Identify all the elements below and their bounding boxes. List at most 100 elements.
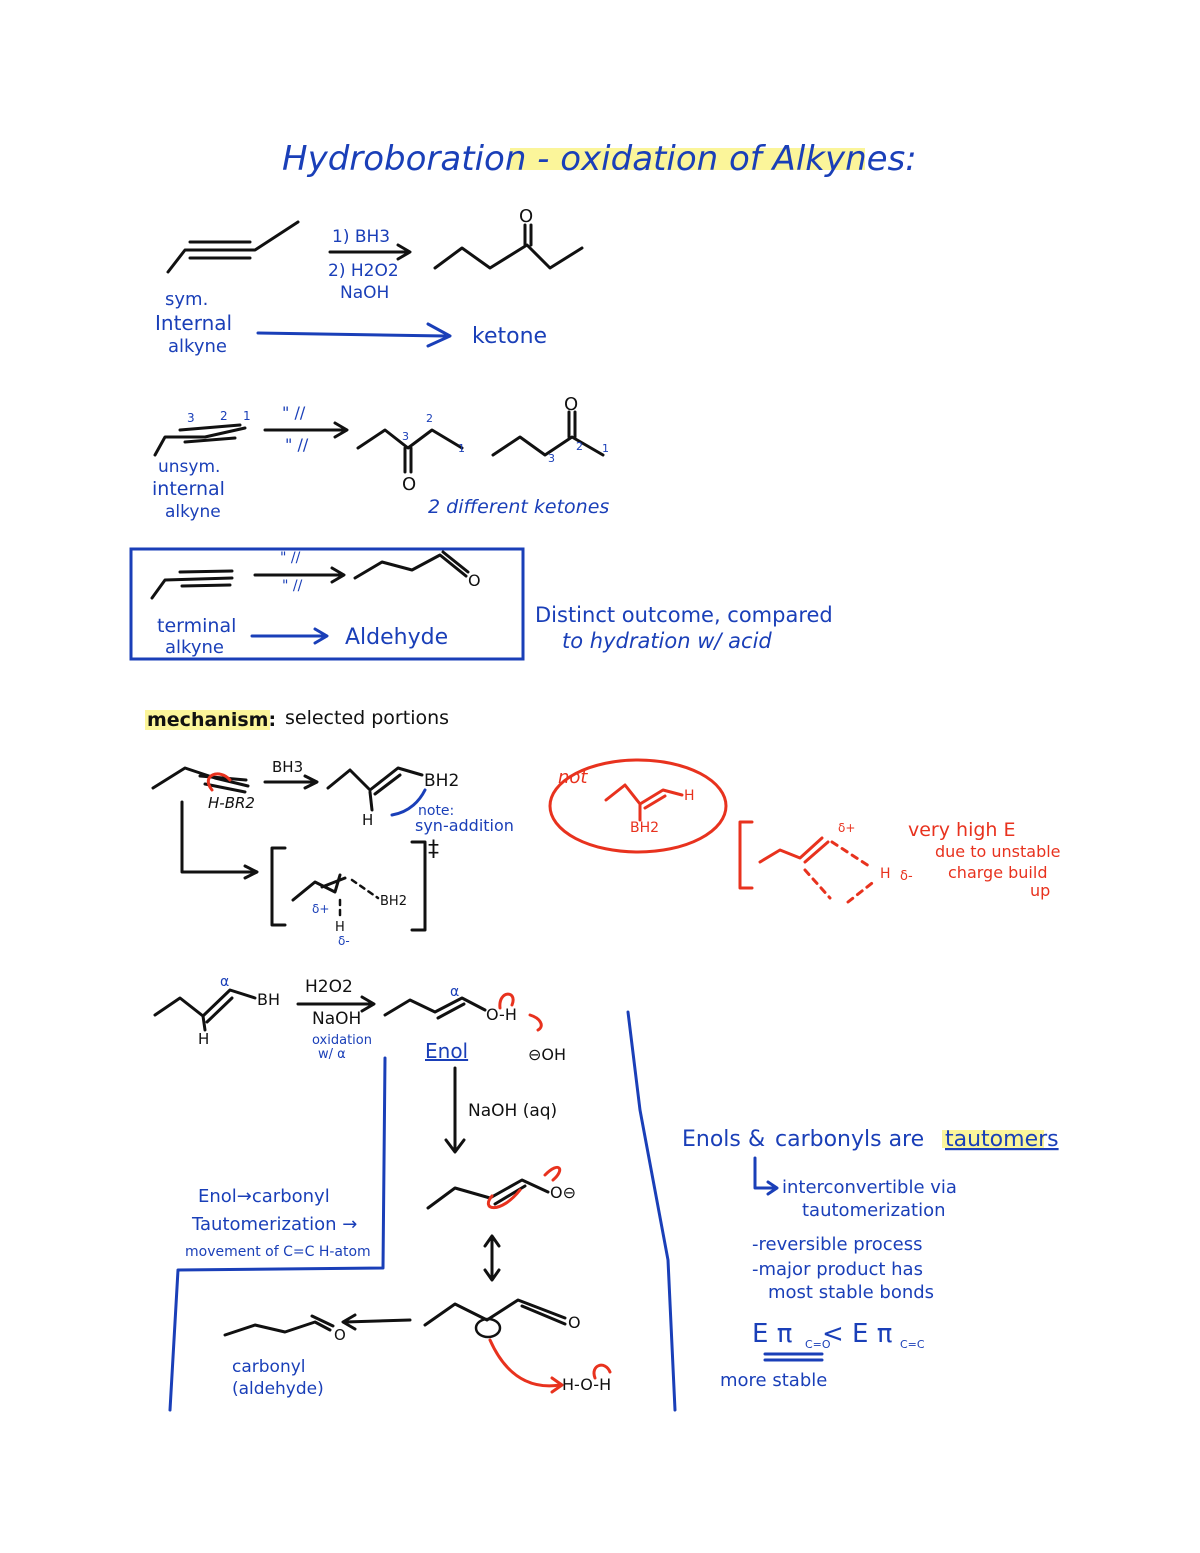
red-ts-structure xyxy=(758,836,878,904)
side-enols: Enols xyxy=(682,1127,741,1152)
syn-addition-arrow xyxy=(390,788,427,817)
reaction-arrow-2 xyxy=(263,421,349,439)
not-structure xyxy=(604,783,684,822)
enol-oh: O-H xyxy=(486,1005,517,1024)
blue-divider-right xyxy=(626,1010,677,1412)
ts-dagger: ‡ xyxy=(428,837,439,862)
carbonyl-oxygen: O xyxy=(334,1326,346,1344)
not-h: H xyxy=(684,788,695,804)
blue-divider-left xyxy=(168,1056,387,1412)
mech-alkyne-structure xyxy=(151,766,250,794)
taut-label-1: Enol→carbonyl xyxy=(198,1186,330,1207)
hydroxide: ⊖OH xyxy=(528,1045,566,1064)
mech-red-arrow-1 xyxy=(206,772,232,792)
ketone-a-num3: 3 xyxy=(402,430,409,443)
taut-label-2: Tautomerization → xyxy=(191,1214,357,1235)
ts-bh2: BH2 xyxy=(380,894,407,909)
enolate-red-arrow-2 xyxy=(486,1188,522,1209)
ketone-product-structure xyxy=(433,223,584,270)
ketone-b-structure xyxy=(491,410,605,457)
vinylborane-h: H xyxy=(362,811,373,829)
side-major-product: -major product has xyxy=(752,1259,923,1280)
red-bracket xyxy=(738,820,754,890)
reagent-marks-3-top: " // xyxy=(280,550,301,566)
not-bh2: BH2 xyxy=(630,820,659,836)
label-terminal: terminal xyxy=(157,615,236,637)
terminal-alkyne-structure xyxy=(150,569,234,600)
reaction-arrow-3 xyxy=(253,566,346,584)
reagent-naoh: NaOH xyxy=(340,283,389,303)
side-bullet-arrowhead xyxy=(766,1180,779,1196)
reagent-marks-bottom: " // xyxy=(285,435,309,454)
ketone-b-num3: 3 xyxy=(548,452,555,465)
ts-delta-plus: δ+ xyxy=(312,902,329,916)
title-highlight xyxy=(510,148,865,170)
ketone-a-structure xyxy=(356,428,464,474)
enol-label: Enol xyxy=(425,1039,468,1063)
carbon-number-2: 2 xyxy=(220,409,228,423)
side-reversible: -reversible process xyxy=(752,1234,922,1255)
ts-bracket-left xyxy=(270,846,287,927)
note-hydration: to hydration w/ acid xyxy=(562,629,772,653)
unsym-alkyne-structure xyxy=(153,423,247,457)
label-alkyne-2: alkyne xyxy=(165,502,221,522)
carbanion-oxygen: O xyxy=(568,1313,581,1332)
carbon-number-3: 3 xyxy=(187,411,195,425)
ts-bracket-right xyxy=(410,840,427,932)
ox-label-w-alpha: w/ α xyxy=(318,1047,346,1062)
red-note-unstable: due to unstable xyxy=(935,842,1061,861)
label-alkyne: alkyne xyxy=(168,336,227,357)
enol-red-arrow-1 xyxy=(498,992,515,1010)
water: H-O-H xyxy=(562,1375,611,1394)
resonance-arrow xyxy=(483,1234,501,1282)
arrow-to-ketone xyxy=(256,322,452,348)
note-syn-addition: syn-addition xyxy=(415,816,514,835)
alkenylborane-h: H xyxy=(198,1030,209,1048)
side-tautomerization: tautomerization xyxy=(802,1200,946,1221)
reagent-marks-top: " // xyxy=(282,403,306,422)
carbanion-red-arrow xyxy=(488,1338,562,1388)
enolate-oxygen: O⊖ xyxy=(550,1183,576,1202)
ketone-oxygen: O xyxy=(519,206,533,227)
mechanism-subheading: selected portions xyxy=(285,707,449,729)
arrow-to-carbonyl xyxy=(341,1313,412,1331)
arrow-to-aldehyde xyxy=(250,627,329,645)
ketone-b-num2: 2 xyxy=(576,440,583,453)
mech-path-line xyxy=(180,800,257,874)
mech-bh3: BH3 xyxy=(272,758,303,776)
page-title: Hydroboration - oxidation of Alkynes: xyxy=(282,139,917,179)
not-label: not xyxy=(558,767,588,788)
reagent-bh3: 1) BH3 xyxy=(332,227,390,247)
water-red-arrow xyxy=(592,1363,612,1380)
label-unsym: unsym. xyxy=(158,457,220,477)
vinylborane-structure xyxy=(326,766,424,812)
ox-reagent-naoh: NaOH xyxy=(312,1009,361,1029)
side-equation-right: < E π xyxy=(822,1319,892,1349)
side-carbonyls: carbonyls are xyxy=(775,1127,924,1152)
reaction-arrow-1 xyxy=(328,243,412,261)
lone-pair-circle xyxy=(474,1317,502,1339)
result-ketone: ketone xyxy=(472,324,547,349)
ketone-b-num1: 1 xyxy=(602,442,609,455)
alkenylborane-bh: BH xyxy=(257,990,280,1009)
terminal-alkyne-box xyxy=(129,547,525,661)
side-equation-left: E π xyxy=(752,1319,792,1349)
red-delta-minus: δ- xyxy=(900,869,913,884)
mech-path-arrowhead xyxy=(243,864,259,880)
ts-delta-minus: δ- xyxy=(338,934,350,948)
mechanism-highlight xyxy=(145,710,270,730)
vinylborane-bh2: BH2 xyxy=(424,771,459,791)
red-delta-plus: δ+ xyxy=(838,821,855,835)
red-h: H xyxy=(880,866,891,882)
red-note-high-e: very high E xyxy=(908,819,1016,841)
label-sym: sym. xyxy=(165,289,208,310)
result-aldehyde: Aldehyde xyxy=(345,625,448,650)
red-note-charge: charge build xyxy=(948,863,1047,882)
carbon-number-1: 1 xyxy=(243,409,251,423)
reagent-marks-3-bottom: " // xyxy=(282,578,303,594)
alpha-label-2: α xyxy=(450,984,459,1000)
naoh-down-arrow xyxy=(444,1066,466,1154)
reagent-h2o2: 2) H2O2 xyxy=(328,261,399,281)
carbanion-red-arrowhead xyxy=(550,1376,564,1394)
ketone-a-num1: 1 xyxy=(458,442,465,455)
